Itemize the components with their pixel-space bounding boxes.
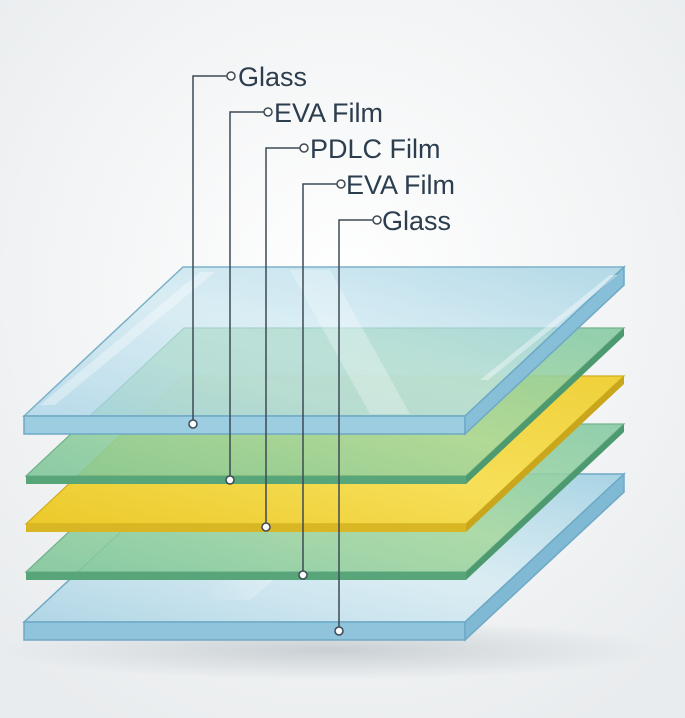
label-dot <box>372 215 382 225</box>
layer-glass-top <box>22 265 626 436</box>
label-glass-bottom: Glass <box>382 206 451 236</box>
leader-endpoint <box>261 522 271 532</box>
leader-lines <box>192 75 373 631</box>
label-dot <box>226 71 236 81</box>
leader-endpoint <box>225 475 235 485</box>
leader-endpoint <box>188 419 198 429</box>
leader-endpoint <box>334 626 344 636</box>
leader-endpoint <box>298 570 308 580</box>
label-eva-upper: EVA Film <box>274 98 383 128</box>
label-eva-lower: EVA Film <box>346 170 455 200</box>
label-pdlc: PDLC Film <box>310 134 441 164</box>
label-dot <box>336 179 346 189</box>
leader-dots <box>188 71 382 636</box>
label-glass-top: Glass <box>238 62 307 92</box>
label-dot <box>263 107 273 117</box>
label-dot <box>299 143 309 153</box>
